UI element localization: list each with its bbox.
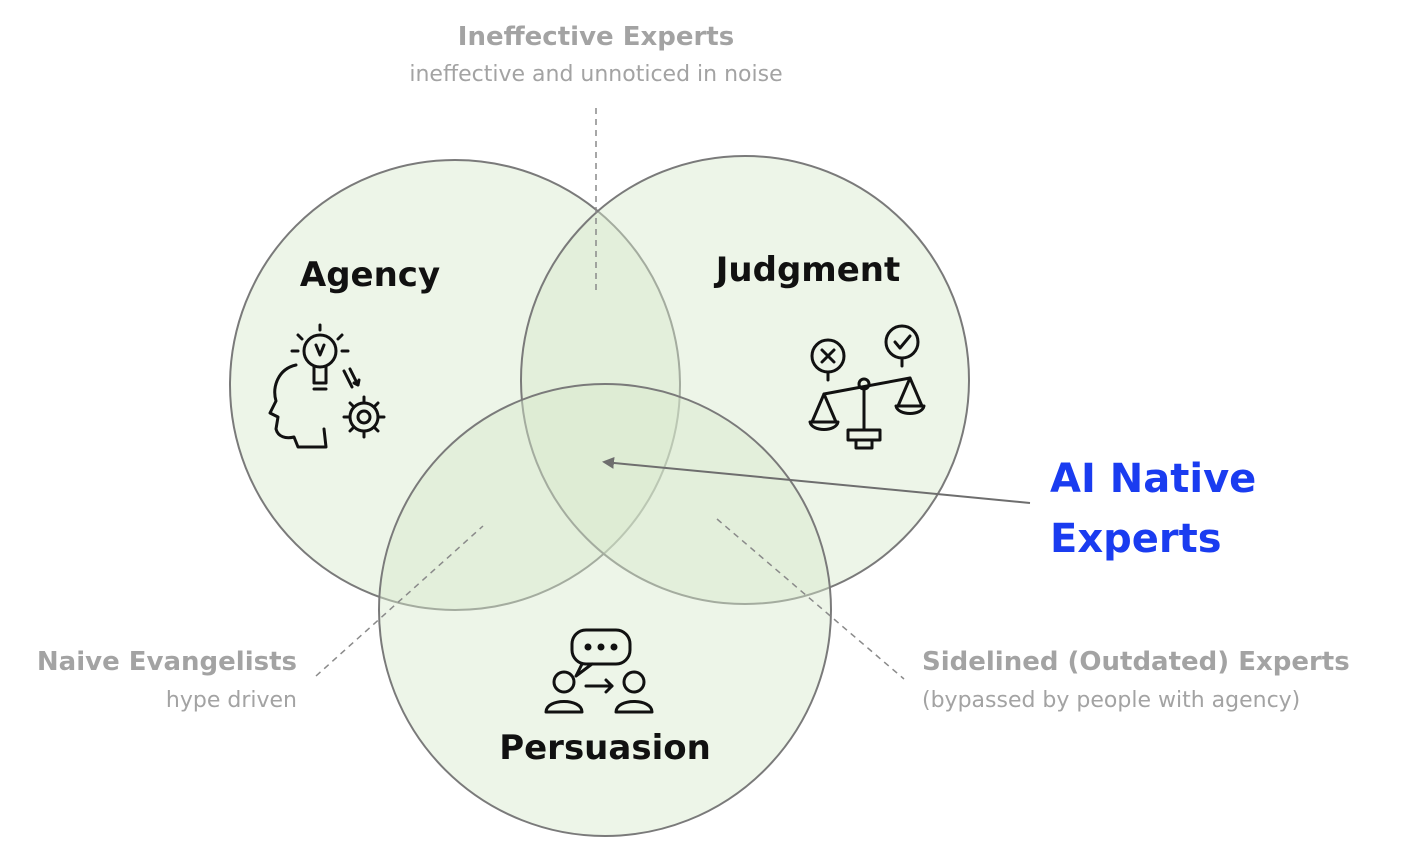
judgment-circle — [520, 155, 970, 605]
balance-scale-icon — [808, 324, 926, 450]
persuasion-circle — [378, 383, 832, 837]
naive-title: Naive Evangelists — [37, 647, 297, 677]
people-conversation-icon — [544, 628, 654, 714]
sidelined-title: Sidelined (Outdated) Experts — [922, 647, 1350, 677]
naive-subtitle: hype driven — [166, 688, 297, 713]
persuasion-label: Persuasion — [499, 728, 711, 768]
naive-leader-line — [315, 525, 484, 677]
sidelined-leader-line — [716, 518, 905, 680]
ineffective-title: Ineffective Experts — [458, 22, 734, 52]
callout-arrow — [602, 456, 1031, 504]
callout-line-1: AI Native — [1050, 456, 1256, 502]
ineffective-subtitle: ineffective and unnoticed in noise — [409, 62, 782, 87]
agency-label: Agency — [300, 255, 440, 295]
judgment-label: Judgment — [714, 250, 900, 290]
sidelined-subtitle: (bypassed by people with agency) — [922, 688, 1300, 713]
callout-line-2: Experts — [1050, 516, 1222, 562]
lightbulb-head-gear-icon — [268, 323, 386, 449]
agency-circle — [229, 159, 681, 611]
